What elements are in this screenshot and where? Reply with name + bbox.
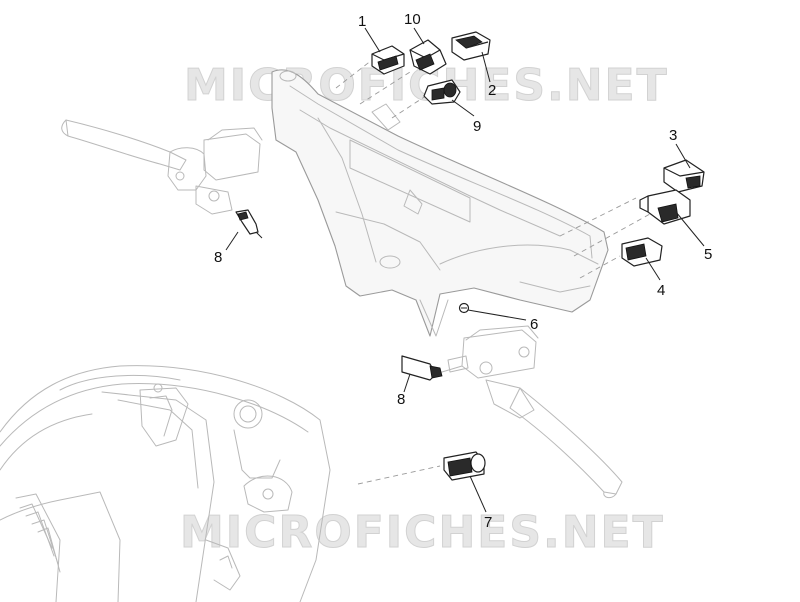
callout-10: 10 — [404, 11, 421, 28]
callout-8-upper: 8 — [214, 249, 222, 266]
part-10-switch — [409, 39, 447, 75]
rear-body-glovebox — [0, 365, 331, 602]
callout-8-lower: 8 — [397, 391, 405, 408]
callout-labels: 1 10 2 9 3 5 4 6 8 8 7 — [214, 11, 712, 531]
part-4-switch — [621, 237, 663, 267]
callout-1: 1 — [358, 13, 366, 30]
part-6-screw — [458, 302, 470, 314]
part-7-socket — [443, 451, 486, 481]
left-brake-lever-assembly — [61, 119, 263, 215]
part-3-switch — [663, 159, 705, 193]
callout-2: 2 — [488, 82, 496, 99]
callout-3: 3 — [669, 127, 677, 144]
callout-5: 5 — [704, 246, 712, 263]
part-5-switch — [639, 189, 691, 225]
part-2-switch — [451, 31, 491, 61]
callout-6: 6 — [530, 316, 538, 333]
callout-4: 4 — [657, 282, 665, 299]
callout-7: 7 — [484, 514, 492, 531]
watermark-bottom: MICROFICHES.NET — [180, 507, 665, 558]
part-8-upper-switch — [235, 209, 263, 239]
leader-lines — [225, 27, 705, 513]
callout-9: 9 — [473, 118, 481, 135]
part-1-switch — [371, 45, 405, 75]
handlebar-cover — [271, 69, 609, 337]
part-8-lower-switch — [401, 355, 463, 381]
